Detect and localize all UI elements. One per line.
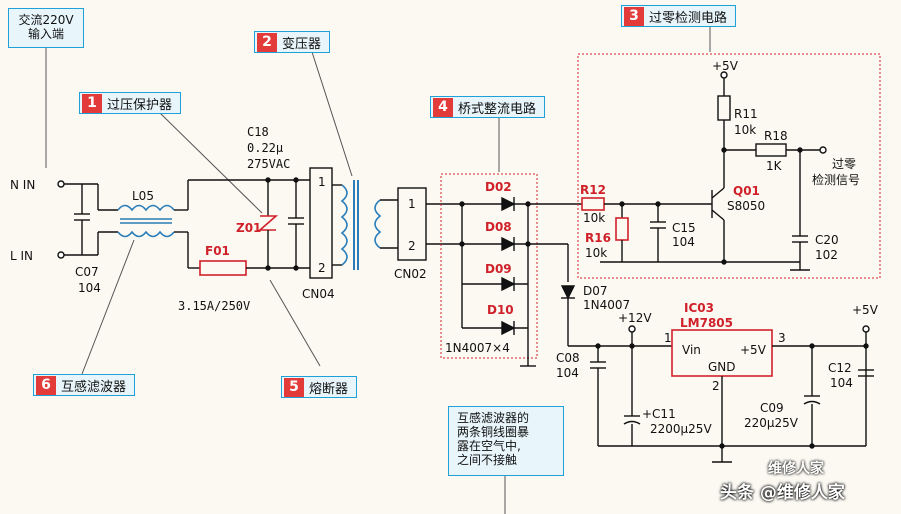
- d08-label: D08: [485, 220, 512, 234]
- f01-label: F01: [205, 244, 230, 258]
- ac-input-box: 交流220V 输入端: [8, 8, 84, 48]
- note-line3: 露在空气中,: [457, 439, 521, 453]
- ic-pin1: 1: [664, 331, 672, 345]
- callout-fuse: 5 熔断器: [281, 376, 358, 398]
- d10-label: D10: [487, 303, 514, 317]
- ic-vout-pin: +5V: [740, 343, 767, 357]
- callout-6-label: 互感滤波器: [61, 379, 127, 395]
- c09-name: C09: [760, 401, 784, 415]
- c20-name: C20: [815, 233, 839, 247]
- c15-name: C15: [672, 221, 696, 235]
- callout-overvoltage: 1 过压保护器: [79, 92, 182, 114]
- r16-value: 10k: [585, 246, 607, 260]
- r11-name: R11: [734, 107, 758, 121]
- ic-pin3: 3: [778, 331, 786, 345]
- callout-4-label: 桥式整流电路: [458, 101, 537, 117]
- c18-value1: 0.22μ: [247, 141, 283, 155]
- cn04-pin2: 2: [318, 261, 326, 275]
- c11-name: +C11: [642, 407, 676, 421]
- bridge-diode-note: 1N4007×4: [445, 341, 510, 355]
- cn02-label: CN02: [394, 267, 427, 281]
- c08-name: C08: [556, 351, 580, 365]
- r12-name: R12: [580, 183, 606, 197]
- callout-4-badge: 4: [433, 97, 453, 117]
- callout-bridge: 4 桥式整流电路: [430, 96, 546, 118]
- note-line1: 互感滤波器的: [457, 411, 530, 425]
- c12-value: 104: [830, 376, 853, 390]
- d07-name: D07: [583, 284, 608, 298]
- note-box: 互感滤波器的 两条铜线圈暴 露在空气中, 之间不接触: [448, 406, 564, 476]
- d07-value: 1N4007: [583, 298, 630, 312]
- l-in-label: L IN: [10, 249, 33, 263]
- q01-value: S8050: [727, 199, 765, 213]
- callout-transformer: 2 变压器: [254, 31, 331, 53]
- c20-value: 102: [815, 248, 838, 262]
- c07-value: 104: [78, 281, 101, 295]
- n-in-label: N IN: [10, 178, 35, 192]
- z01-label: Z01: [236, 221, 261, 235]
- c08-value: 104: [556, 366, 579, 380]
- l05-label: L05: [132, 189, 154, 203]
- note-line2: 两条铜线圈暴: [457, 425, 530, 439]
- callout-zero-cross: 3 过零检测电路: [621, 5, 737, 27]
- callout-1-badge: 1: [82, 93, 102, 113]
- r11-value: 10k: [734, 123, 756, 137]
- q01-name: Q01: [733, 184, 760, 198]
- callout-5-label: 熔断器: [309, 381, 349, 397]
- callout-3-badge: 3: [624, 6, 644, 26]
- ic-pin2: 2: [712, 379, 720, 393]
- callout-6-badge: 6: [36, 375, 56, 395]
- ic03-name: IC03: [684, 301, 714, 315]
- watermark-main: 头条 @维修人家: [720, 483, 845, 503]
- watermark-top: 维修人家: [768, 461, 824, 477]
- v12-label: +12V: [618, 311, 652, 325]
- f01-rating: 3.15A/250V: [178, 299, 250, 313]
- callout-2-label: 变压器: [282, 36, 322, 52]
- c15-value: 104: [672, 235, 695, 249]
- c18-value2: 275VAC: [247, 157, 290, 171]
- r12-value: 10k: [583, 211, 605, 225]
- v5-label: +5V: [852, 303, 879, 317]
- callout-5-badge: 5: [284, 377, 304, 397]
- ic-gnd-pin: GND: [708, 360, 736, 374]
- cn04-pin1: 1: [318, 175, 326, 189]
- c12-name: C12: [828, 361, 852, 375]
- ic-vin-pin: Vin: [682, 343, 701, 357]
- c11-value: 2200μ25V: [650, 422, 712, 436]
- zc-output-line2: 检测信号: [812, 172, 860, 187]
- d02-label: D02: [485, 180, 512, 194]
- callout-3-label: 过零检测电路: [649, 10, 728, 26]
- d09-label: D09: [485, 262, 512, 276]
- r18-name: R18: [764, 129, 788, 143]
- callout-2-badge: 2: [257, 32, 277, 52]
- zc-output-line1: 过零: [832, 157, 856, 171]
- r16-name: R16: [585, 231, 611, 245]
- cn02-pin2: 2: [408, 239, 416, 253]
- r18-value: 1K: [766, 159, 783, 173]
- vcc-top-label: +5V: [712, 59, 739, 73]
- cn04-label: CN04: [302, 287, 335, 301]
- cn02-pin1: 1: [408, 197, 416, 211]
- c09-value: 220μ25V: [744, 416, 799, 430]
- ac-input-line2: 输入端: [27, 27, 64, 41]
- ac-input-line1: 交流220V: [18, 13, 74, 27]
- callout-1-label: 过压保护器: [107, 97, 173, 113]
- callout-emi-filter: 6 互感滤波器: [33, 374, 136, 396]
- ic03-part: LM7805: [680, 316, 733, 330]
- c18-name: C18: [247, 125, 269, 139]
- note-line4: 之间不接触: [457, 453, 518, 467]
- c07-name: C07: [75, 265, 99, 279]
